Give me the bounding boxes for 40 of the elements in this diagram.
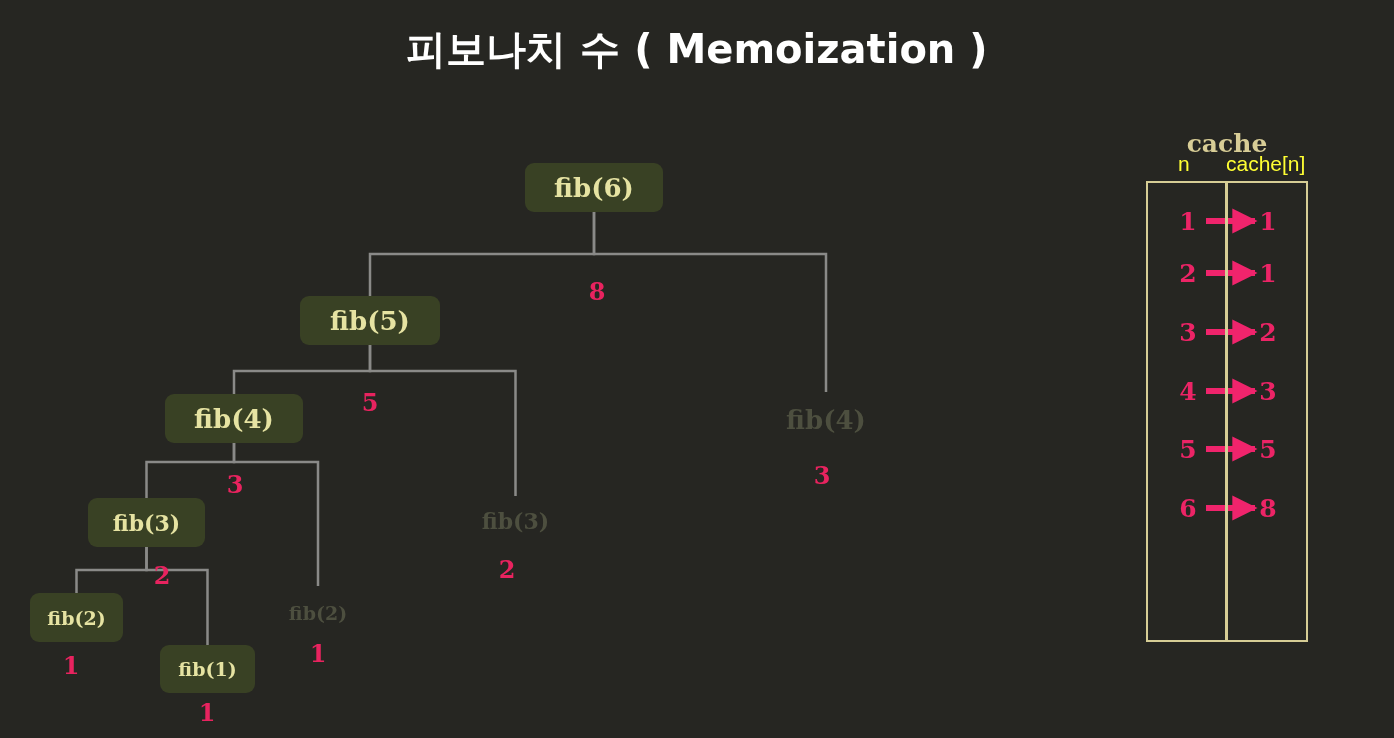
result-value: 1 bbox=[61, 651, 81, 680]
function-call-box: fib(6) bbox=[525, 163, 663, 212]
result-value: 5 bbox=[360, 388, 380, 417]
cache-value: 4 bbox=[1176, 376, 1200, 406]
arrow bbox=[1206, 260, 1258, 286]
title: 피보나치 수 ( Memoization ) bbox=[405, 25, 989, 74]
cache-value: 5 bbox=[1176, 434, 1200, 464]
function-call-box: fib(1) bbox=[160, 645, 255, 693]
cache-value: 5 bbox=[1256, 434, 1280, 464]
cache-value: 1 bbox=[1256, 258, 1280, 288]
result-value: 1 bbox=[197, 698, 217, 727]
function-call-box: fib(3) bbox=[88, 498, 205, 547]
function-call-box: fib(2) bbox=[30, 593, 123, 642]
arrow bbox=[1206, 319, 1258, 345]
cache-value: 3 bbox=[1176, 317, 1200, 347]
cache-value: 8 bbox=[1256, 493, 1280, 523]
result-value: 3 bbox=[812, 461, 832, 490]
arrow bbox=[1206, 378, 1258, 404]
result-value: 1 bbox=[308, 639, 328, 668]
result-value: 2 bbox=[152, 561, 172, 590]
function-call-box: fib(5) bbox=[300, 296, 440, 345]
tree-connector bbox=[592, 212, 828, 392]
cache-value: 1 bbox=[1256, 206, 1280, 236]
function-call-box: fib(4) bbox=[165, 394, 303, 443]
result-value: 8 bbox=[587, 277, 607, 306]
result-value: 2 bbox=[497, 555, 517, 584]
result-value: 3 bbox=[225, 470, 245, 499]
arrow bbox=[1206, 495, 1258, 521]
cache-value: 3 bbox=[1256, 376, 1280, 406]
tree-connector bbox=[145, 547, 209, 645]
tree-connector bbox=[232, 443, 320, 586]
column-header: n bbox=[1178, 152, 1190, 176]
cache-value: 2 bbox=[1256, 317, 1280, 347]
cache-value: 6 bbox=[1176, 493, 1200, 523]
cache-value: 1 bbox=[1176, 206, 1200, 236]
arrow bbox=[1206, 208, 1258, 234]
arrow bbox=[1206, 436, 1258, 462]
tree-connector bbox=[368, 345, 517, 496]
cache-value: 2 bbox=[1176, 258, 1200, 288]
column-header: cache[n] bbox=[1226, 152, 1306, 176]
